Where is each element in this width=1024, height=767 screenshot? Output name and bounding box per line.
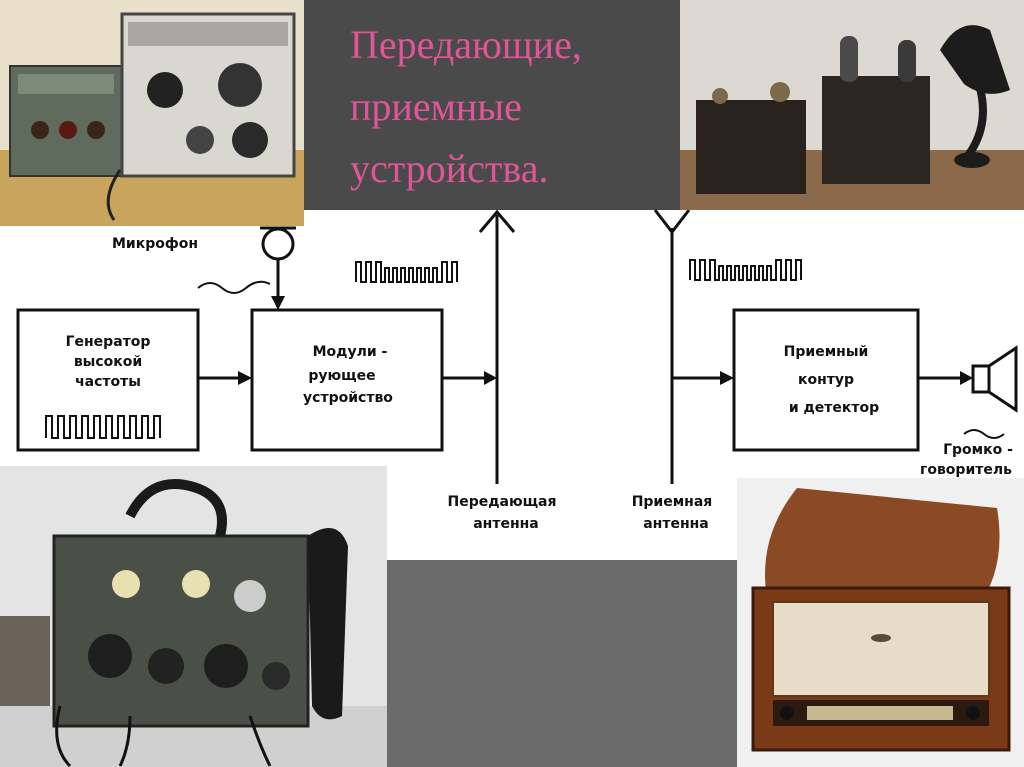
- wooden-tube-radio-photo: [737, 478, 1024, 767]
- arrow-receiver-to-speaker: [960, 371, 973, 385]
- slide-title: Передающие, приемные устройства.: [350, 14, 670, 200]
- title-line-2: приемные: [350, 84, 522, 129]
- modulator-label-1: Модули -: [313, 344, 388, 360]
- generator-label-1: Генератор: [66, 334, 151, 350]
- rx-antenna-label-1: Приемная: [632, 494, 713, 510]
- title-line-1: Передающие,: [350, 22, 582, 67]
- tx-antenna-label-2: антенна: [473, 516, 539, 532]
- generator-block: [16, 308, 200, 452]
- microphone-label: Микрофон: [112, 236, 198, 252]
- receiver-label-3: и детектор: [789, 400, 879, 416]
- hf-wave-icon: [45, 415, 161, 439]
- receiver-label-1: Приемный: [784, 344, 869, 360]
- speaker-label-2: говоритель: [920, 462, 1012, 478]
- field-telephone-radio-photo: [0, 466, 387, 767]
- rx-antenna-label-2: антенна: [643, 516, 709, 532]
- tx-antenna-label-1: Передающая: [447, 494, 556, 510]
- arrowhead-gen-to-mod: [238, 371, 252, 385]
- speaker-label-1: Громко -: [943, 442, 1013, 458]
- sound-wave-icon: [963, 429, 1005, 439]
- arrow-mod-to-antenna: [484, 371, 497, 385]
- generator-label-2: высокой: [74, 354, 142, 370]
- title-panel: [304, 0, 680, 210]
- receiver-label-2: контур: [798, 372, 854, 388]
- speaker-icon: [971, 364, 991, 394]
- modulated-wave-tx-icon: [355, 261, 458, 283]
- modulated-wave-rx-icon: [689, 259, 802, 281]
- bottom-panel: [387, 560, 737, 767]
- audio-wave-icon: [197, 280, 271, 294]
- military-radio-station-photo: [0, 0, 304, 226]
- receiver-block: [732, 308, 920, 452]
- early-tube-receiver-with-horn-photo: [680, 0, 1024, 210]
- modulator-label-2: рующее: [308, 368, 375, 384]
- arrow-antenna-to-receiver: [720, 371, 734, 385]
- generator-label-3: частоты: [75, 374, 141, 390]
- microphone-icon: [261, 227, 295, 261]
- title-line-3: устройства.: [350, 146, 549, 191]
- modulator-label-3: устройство: [303, 390, 393, 406]
- modulator-block: [250, 308, 444, 452]
